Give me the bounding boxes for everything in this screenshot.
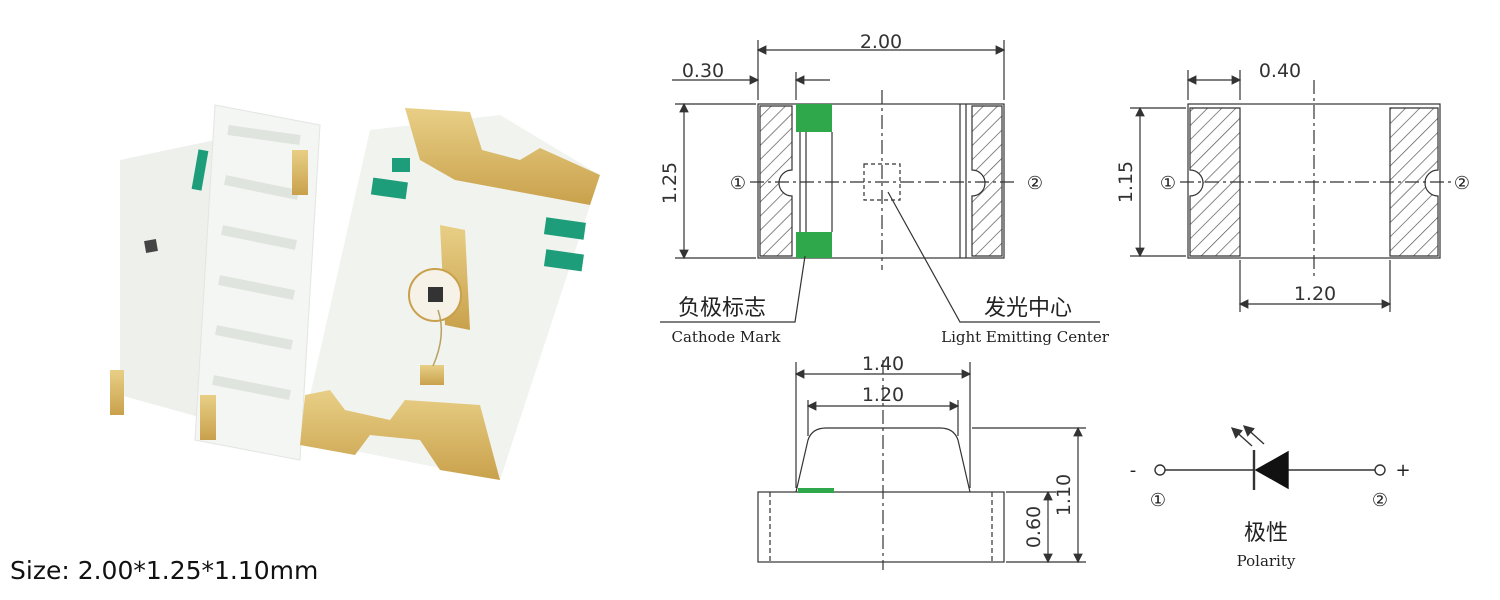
- top-pin-1: ①: [730, 173, 746, 194]
- pad-view-drawing: [1130, 70, 1455, 312]
- top-pin-2: ②: [1027, 173, 1043, 194]
- polarity-plus: +: [1395, 460, 1410, 481]
- polarity-minus: -: [1130, 460, 1137, 481]
- dim-total-height: 1.10: [1053, 474, 1075, 516]
- dim-lens-outer: 1.40: [862, 353, 904, 375]
- polarity-pin-1: ①: [1150, 490, 1166, 511]
- polarity-pin-2: ②: [1372, 490, 1388, 511]
- dim-pad-width: 0.40: [1259, 60, 1301, 82]
- dim-top-pad-width: 0.30: [682, 60, 724, 82]
- polarity-symbol: [1154, 425, 1386, 490]
- pad-pin-2: ②: [1454, 173, 1470, 194]
- polarity-label-cn: 极性: [1244, 521, 1288, 546]
- emit-center-en: Light Emitting Center: [941, 328, 1110, 346]
- cathode-mark-en: Cathode Mark: [672, 328, 782, 346]
- cathode-mark-top: [796, 104, 832, 132]
- left-pad: [759, 105, 793, 257]
- top-view-drawing: [660, 40, 1100, 323]
- emit-leader: [887, 191, 1100, 323]
- pad-pin-1: ①: [1160, 173, 1176, 194]
- cathode-mark-bottom: [796, 232, 832, 258]
- dim-lens-inner: 1.20: [862, 384, 904, 406]
- dim-pad-height: 1.15: [1115, 161, 1137, 203]
- dim-top-length: 2.00: [860, 31, 902, 53]
- dim-top-height: 1.25: [659, 162, 681, 204]
- emit-center-box: [863, 163, 901, 201]
- side-base: [757, 491, 1005, 563]
- led-photo-top: [300, 108, 600, 480]
- right-pad: [971, 105, 1003, 257]
- size-caption: Size: 2.00*1.25*1.10mm: [10, 556, 319, 585]
- light-arrow-1: [1230, 427, 1253, 447]
- emit-center-cn: 发光中心: [984, 296, 1072, 321]
- dim-base-height: 0.60: [1023, 506, 1045, 548]
- cathode-leader: [660, 255, 806, 323]
- diode-triangle: [1254, 450, 1289, 490]
- polarity-label-en: Polarity: [1237, 552, 1296, 570]
- cathode-mark-cn: 负极标志: [678, 296, 766, 321]
- top-view-body: [757, 103, 1005, 259]
- side-view-drawing: [757, 360, 1086, 570]
- side-cathode-mark: [798, 488, 834, 493]
- light-arrow-2: [1242, 425, 1265, 445]
- led-photo-side: [110, 104, 321, 461]
- dim-pad-span: 1.20: [1294, 283, 1336, 305]
